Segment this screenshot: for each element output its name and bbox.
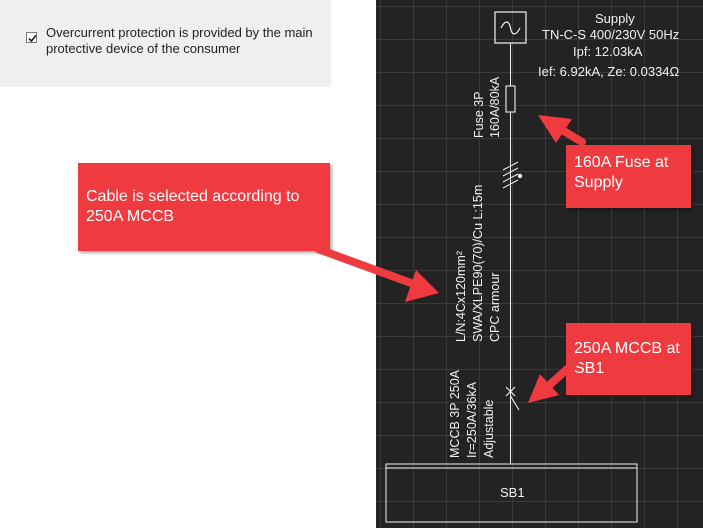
supply-title: Supply <box>595 11 635 26</box>
callout-cable: Cable is selected according to 250A MCCB <box>78 163 330 251</box>
fuse-label-rating: 160A/80kA <box>488 76 502 138</box>
callout-mccb: 250A MCCB at SB1 <box>566 323 691 395</box>
overcurrent-protection-checkbox[interactable] <box>26 32 37 43</box>
supply-source-icon[interactable] <box>494 11 527 44</box>
checkbox-check-icon <box>28 34 37 43</box>
cable-label-cpc: CPC armour <box>488 272 502 342</box>
callout-fuse: 160A Fuse at Supply <box>566 145 691 208</box>
cable-label-type: SWA/XLPE90(70)/Cu L:15m <box>471 184 485 342</box>
supply-system: TN-C-S 400/230V 50Hz <box>542 27 680 42</box>
cable-symbol-icon[interactable] <box>502 161 523 189</box>
supply-ief-ze: Ief: 6.92kA, Ze: 0.0334Ω <box>538 64 680 79</box>
fuse-label-type: Fuse 3P <box>472 91 486 138</box>
overcurrent-protection-label: Overcurrent protection is provided by th… <box>46 25 313 56</box>
mccb-label-setting: Ir=250A/36kA <box>465 381 479 458</box>
mccb-label-type: MCCB 3P 250A <box>448 369 462 458</box>
schematic-canvas[interactable]: Supply TN-C-S 400/230V 50Hz Ipf: 12.03kA… <box>376 0 703 528</box>
mccb-label-adjustable: Adjustable <box>482 399 496 458</box>
switchboard-label: SB1 <box>500 485 525 500</box>
mccb-symbol-icon[interactable] <box>505 386 520 411</box>
options-panel: Overcurrent protection is provided by th… <box>0 0 331 87</box>
switchboard-sb1[interactable] <box>385 463 638 523</box>
single-line-diagram <box>385 11 638 523</box>
supply-ipf: Ipf: 12.03kA <box>573 44 643 59</box>
fuse-symbol-icon[interactable] <box>505 85 516 113</box>
cable-label-size: L/N:4Cx120mm² <box>454 251 468 342</box>
